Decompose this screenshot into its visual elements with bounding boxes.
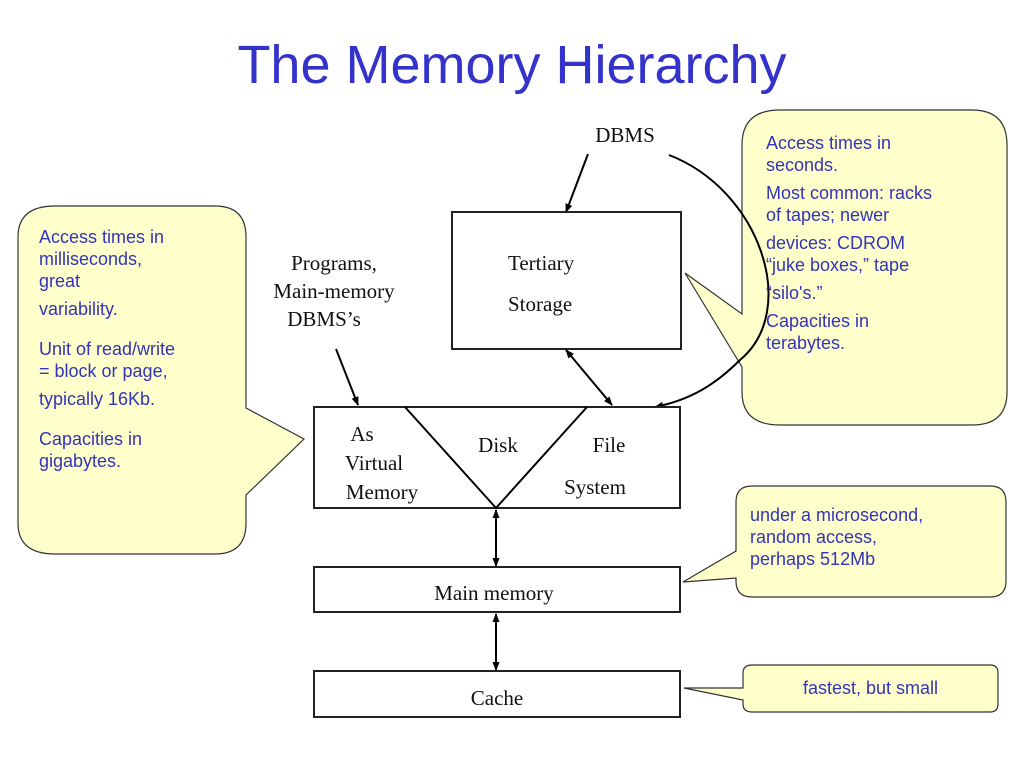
callout-disk-text: Access times in milliseconds, great vari… — [39, 226, 239, 472]
callout-tertiary-text: Access times in seconds. Most common: ra… — [766, 132, 996, 354]
callout-main-memory-line: under a microsecond, — [750, 505, 924, 525]
virtual-memory-label-line2: Virtual — [345, 451, 403, 475]
callout-disk-line: gigabytes. — [39, 451, 122, 471]
tertiary-label-line1: Tertiary — [508, 251, 575, 275]
callout-tertiary-line: Access times in — [766, 133, 892, 153]
callout-disk-line: typically 16Kb. — [39, 389, 156, 409]
tertiary-storage-box — [451, 211, 682, 350]
callout-tertiary-line: seconds. — [766, 155, 839, 175]
cache-label: Cache — [471, 686, 523, 710]
programs-label-line1: Programs, — [291, 251, 377, 275]
cache-box — [313, 670, 681, 718]
programs-label-line2: Main-memory — [273, 279, 395, 303]
disk-box — [313, 406, 681, 509]
callout-disk-line: milliseconds, — [39, 249, 143, 269]
file-system-label-line2: System — [564, 475, 626, 499]
arrow-dbms-to-file-system — [654, 154, 770, 409]
tertiary-label-line2: Storage — [508, 292, 572, 316]
callout-main-memory-line: random access, — [750, 527, 878, 547]
dbms-label: DBMS — [595, 123, 655, 147]
callout-tertiary-line: “silo's.” — [766, 283, 823, 303]
programs-label-line3: DBMS’s — [287, 307, 361, 331]
callout-main-memory-line: perhaps 512Mb — [750, 549, 876, 569]
callout-main-memory-text: under a microsecond, random access, perh… — [750, 504, 1000, 570]
arrow-dbms-to-tertiary — [565, 153, 589, 213]
disk-divider-left — [404, 406, 497, 509]
virtual-memory-label-line1: As — [350, 422, 373, 446]
callout-disk-line: Unit of read/write — [39, 339, 176, 359]
disk-divider-right — [495, 406, 588, 509]
callout-cache-text: fastest, but small — [743, 677, 998, 699]
main-memory-label: Main memory — [434, 581, 554, 605]
callout-tertiary-line: Capacities in — [766, 311, 870, 331]
disk-label: Disk — [478, 433, 518, 457]
callout-tertiary-line: terabytes. — [766, 333, 846, 353]
virtual-memory-label-line3: Memory — [346, 480, 419, 504]
callout-tertiary-line: “juke boxes,” tape — [766, 255, 910, 275]
callout-disk-line: Access times in — [39, 227, 165, 247]
callout-cache-shape — [683, 664, 999, 713]
callout-disk-line: Capacities in — [39, 429, 143, 449]
slide-title: The Memory Hierarchy — [237, 35, 787, 95]
callout-disk-line: = block or page, — [39, 361, 168, 381]
callout-cache-line: fastest, but small — [802, 678, 939, 698]
callout-tertiary-line: Most common: racks — [766, 183, 933, 203]
arrow-tertiary-file-system — [565, 349, 613, 406]
callout-disk-line: great — [39, 271, 81, 291]
file-system-label-line1: File — [593, 433, 626, 457]
callout-disk-line: variability. — [39, 299, 118, 319]
arrow-programs-to-virtual-memory — [335, 348, 359, 406]
main-memory-box — [313, 566, 681, 613]
callout-disk-shape — [17, 205, 306, 555]
callout-tertiary-line: devices: CDROM — [766, 233, 906, 253]
callout-tertiary-line: of tapes; newer — [766, 205, 890, 225]
callout-tertiary-shape — [684, 109, 1008, 426]
callout-main-memory-shape — [682, 485, 1007, 598]
